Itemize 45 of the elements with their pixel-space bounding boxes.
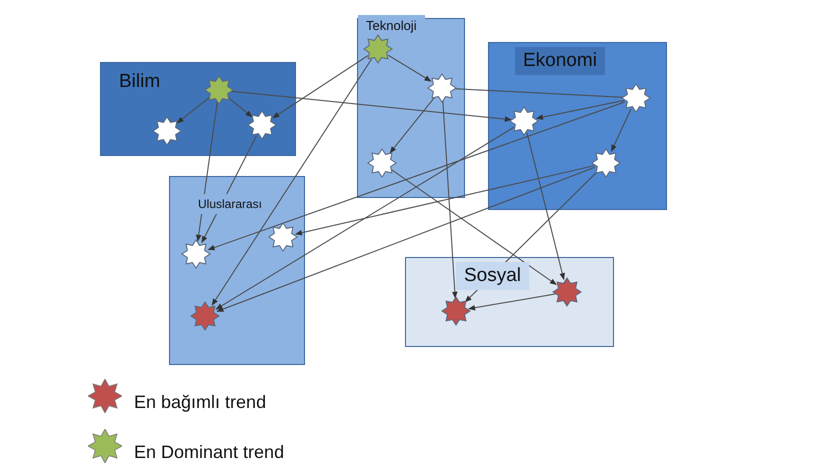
arrow	[208, 102, 626, 250]
arrow	[391, 169, 557, 286]
arrow	[216, 126, 514, 310]
arrow	[295, 165, 595, 236]
arrow	[610, 108, 632, 152]
legend-text: En bağımlı trend	[134, 392, 266, 413]
panel-title: Sosyal	[456, 262, 530, 290]
category-panel	[357, 18, 465, 198]
arrow	[212, 58, 372, 306]
arrow	[216, 166, 596, 312]
star-shape	[440, 296, 470, 326]
star-shape	[268, 222, 298, 252]
arrow	[442, 100, 458, 299]
star-shape	[190, 300, 220, 330]
arrow	[536, 100, 625, 120]
category-panel	[405, 257, 614, 347]
star-shape	[204, 74, 234, 104]
arrow	[388, 54, 432, 82]
arrow	[228, 97, 252, 118]
category-panel	[488, 42, 667, 210]
arrow	[526, 132, 565, 280]
legend-text: En Dominant trend	[134, 442, 284, 463]
arrow	[230, 90, 512, 122]
arrow	[201, 135, 257, 244]
star-shape	[152, 116, 182, 146]
star-shape	[366, 148, 396, 178]
star-shape	[246, 110, 276, 140]
arrow	[468, 294, 556, 310]
star-shape	[620, 82, 650, 112]
star-shape	[590, 148, 620, 178]
star-shape	[180, 238, 210, 268]
star-shape	[552, 276, 582, 306]
panel-title: Ekonomi	[515, 47, 605, 75]
star-shape	[362, 34, 392, 64]
panel-title: Bilim	[119, 71, 160, 93]
star-shape	[426, 72, 456, 102]
category-panel	[100, 62, 296, 156]
panel-title: Teknoloji	[358, 15, 425, 36]
arrow	[176, 96, 210, 124]
star-shape	[508, 106, 538, 136]
arrow	[272, 55, 368, 118]
category-panel	[169, 176, 305, 365]
arrow	[464, 170, 598, 302]
arrow	[390, 96, 435, 154]
arrow	[196, 101, 218, 242]
